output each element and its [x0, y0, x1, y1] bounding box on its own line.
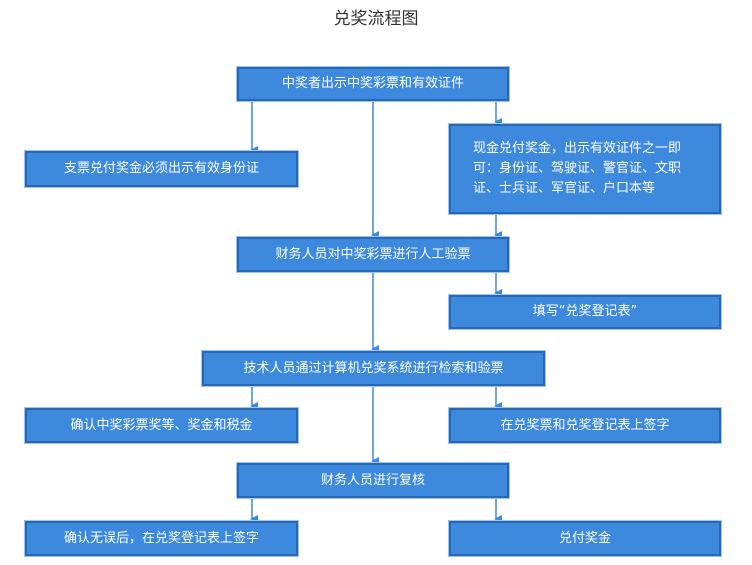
node-sign-ticket: 在兑奖票和兑奖登记表上签字	[449, 408, 721, 443]
node-pay: 兑付奖金	[449, 521, 721, 556]
node-confirm-prize: 确认中奖彩票奖等、奖金和税金	[25, 408, 298, 443]
node-computer-check: 技术人员通过计算机兑奖系统进行检索和验票	[202, 351, 545, 386]
node-manual-check: 财务人员对中奖彩票进行人工验票	[237, 237, 509, 272]
node-review: 财务人员进行复核	[237, 463, 509, 498]
node-fill-form: 填写“兑奖登记表”	[449, 295, 721, 329]
diagram-title: 兑奖流程图	[333, 9, 419, 29]
node-cheque-id: 支票兑付奖金必须出示有效身份证	[25, 151, 298, 187]
node-cash-id: 现金兑付奖金，出示有效证件之一即可：身份证、驾驶证、警官证、文职证、士兵证、军官…	[449, 124, 721, 214]
node-confirm-sign: 确认无误后，在兑奖登记表上签字	[25, 521, 298, 556]
node-start: 中奖者出示中奖彩票和有效证件	[237, 67, 509, 101]
